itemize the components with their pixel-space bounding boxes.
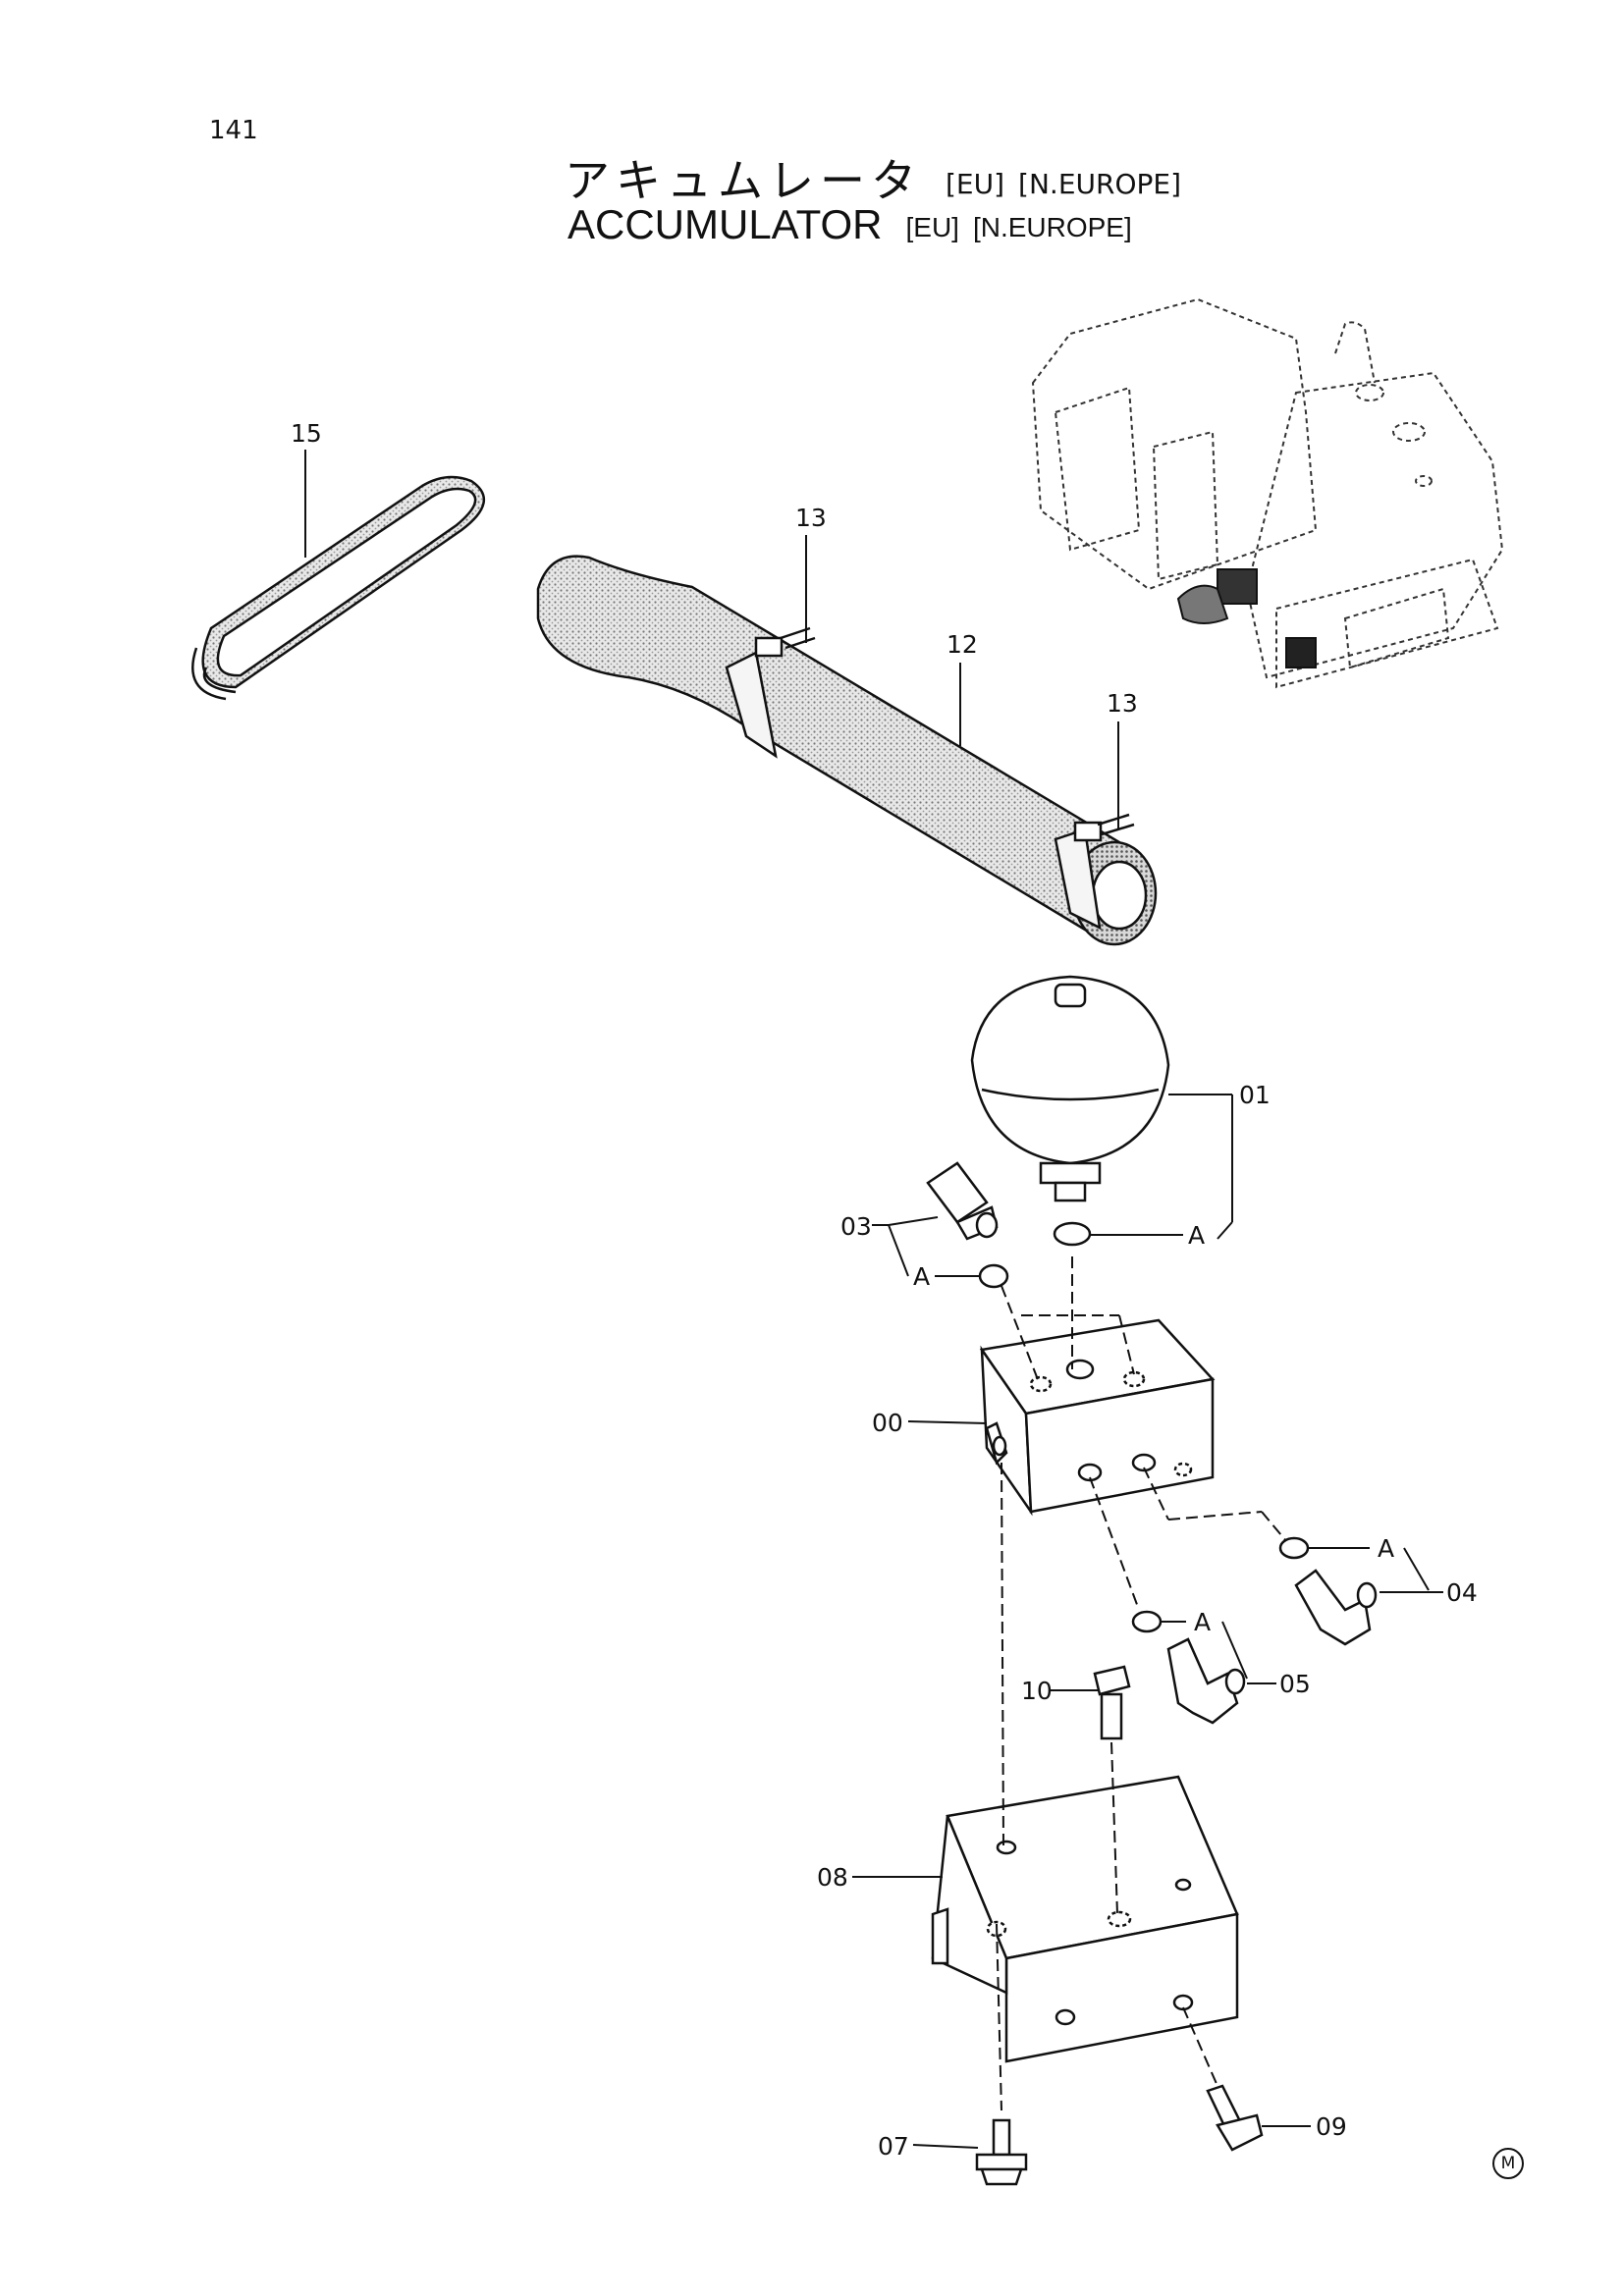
- callout-12: 12: [947, 630, 978, 659]
- excavator-location-illustration: [1031, 297, 1504, 689]
- region-tag-eu-2: [EU]: [905, 211, 959, 242]
- callout-08: 08: [817, 1863, 848, 1892]
- callout-10: 10: [1021, 1677, 1053, 1705]
- part-08-bracket: [931, 1775, 1239, 2063]
- assembly-guide-lines: [996, 1256, 1287, 2111]
- callout-00: 00: [872, 1409, 903, 1437]
- callout-05: 05: [1279, 1670, 1311, 1698]
- part-12-hose: [536, 555, 1158, 946]
- title-english: ACCUMULATOR [EU] [N.EUROPE]: [568, 201, 1132, 248]
- title-japanese-text: アキュムレータ: [565, 154, 922, 207]
- callout-a-03: A: [913, 1262, 930, 1291]
- page-number: 141: [209, 116, 258, 145]
- part-09-bolt: [1206, 2084, 1264, 2152]
- callout-a-01: A: [1188, 1221, 1205, 1250]
- callout-07: 07: [878, 2132, 909, 2161]
- part-15-belt: [191, 475, 486, 701]
- part-10-bolt: [1093, 1665, 1131, 1740]
- callout-03: 03: [840, 1212, 872, 1241]
- callout-13-upper: 13: [795, 504, 827, 532]
- callout-01: 01: [1239, 1081, 1271, 1109]
- circled-m-mark: M: [1492, 2148, 1524, 2179]
- callout-a-05: A: [1194, 1608, 1211, 1636]
- callout-04: 04: [1446, 1578, 1478, 1607]
- part-05-elbow-fitting: [1166, 1637, 1246, 1725]
- title-english-text: ACCUMULATOR: [568, 201, 883, 247]
- callout-09: 09: [1316, 2112, 1347, 2141]
- part-03-fitting: [926, 1161, 999, 1241]
- region-tag-n-europe-2: [N.EUROPE]: [972, 211, 1132, 242]
- callout-15: 15: [291, 419, 322, 448]
- part-00-valve-block: [979, 1318, 1216, 1517]
- excavator-highlight-part: [1176, 568, 1317, 668]
- leader-lines: [304, 450, 1443, 2149]
- region-tag-n-europe: [N.EUROPE]: [1018, 168, 1181, 200]
- callout-labels: 15 13 12 13 01 03 A A 00 A 04 A 05 10 08…: [291, 419, 1478, 2161]
- title-japanese: アキュムレータ [EU] [N.EUROPE]: [565, 145, 1181, 210]
- callout-a-04: A: [1378, 1534, 1394, 1563]
- part-04-elbow-fitting: [1294, 1569, 1378, 1646]
- callout-13-lower: 13: [1107, 689, 1138, 718]
- region-tag-eu: [EU]: [946, 168, 1005, 200]
- part-07-bolt: [975, 2118, 1028, 2186]
- part-01-accumulator-sphere: [970, 975, 1170, 1202]
